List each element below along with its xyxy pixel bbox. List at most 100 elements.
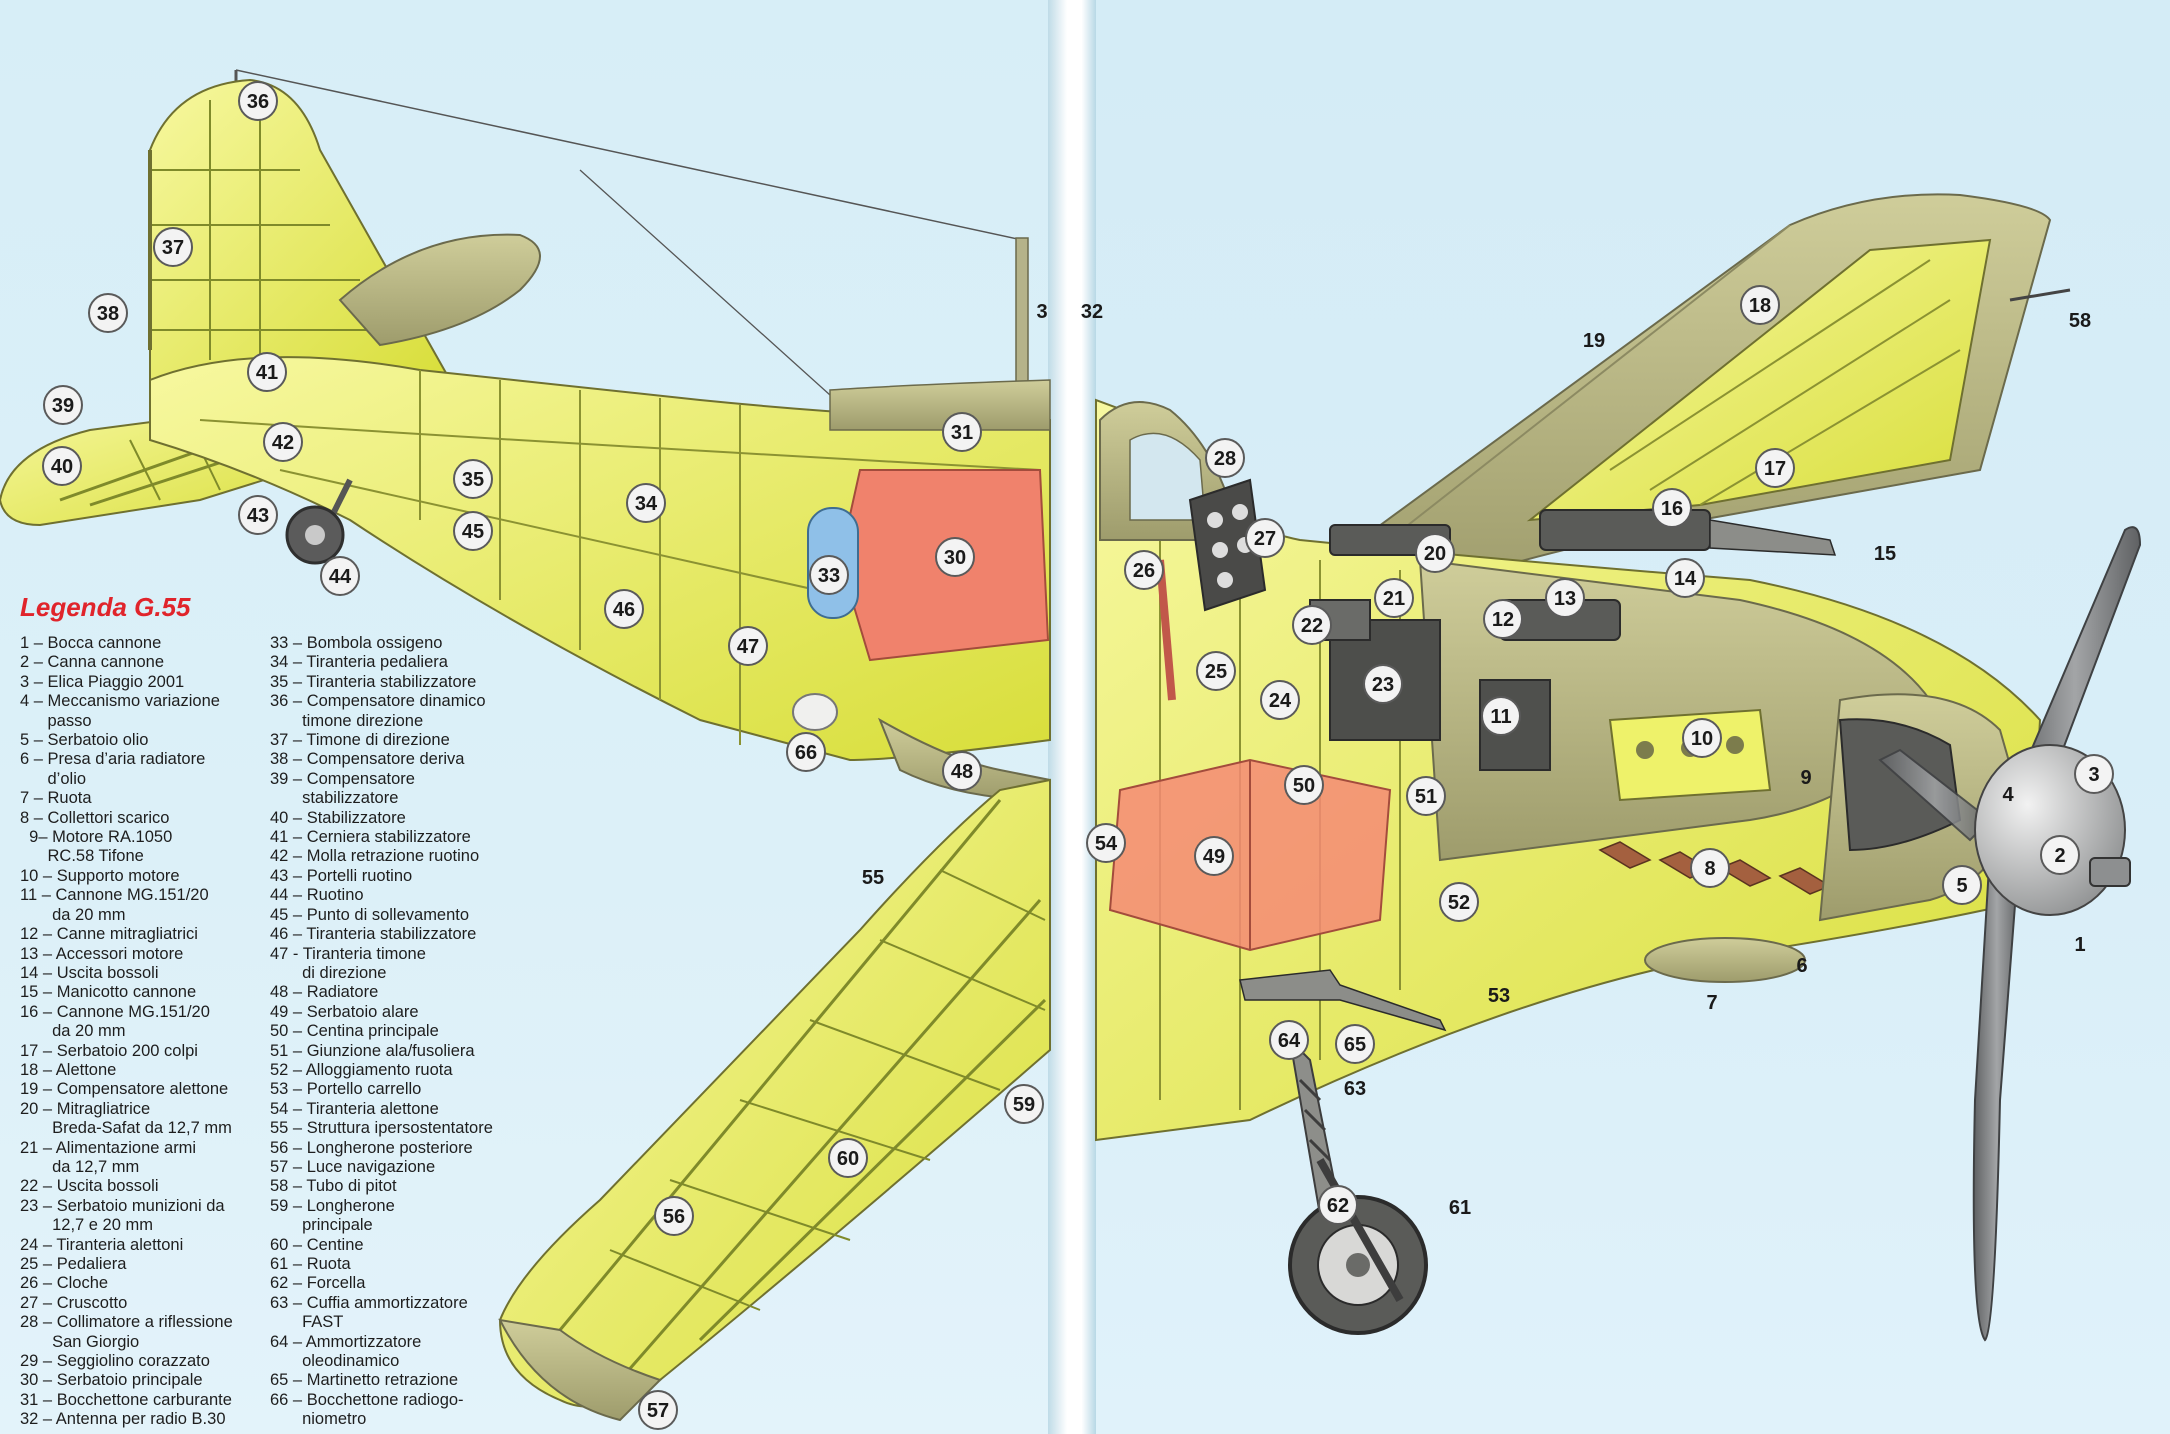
callout-circle <box>1690 848 1730 888</box>
callout-circle <box>654 1196 694 1236</box>
callout-number: 3 <box>2088 764 2099 786</box>
legend-item: 44 – Ruotino <box>270 886 364 905</box>
callout-number: 21 <box>1383 588 1405 610</box>
callout-55: 55 <box>862 867 884 889</box>
callout-number: 33 <box>818 565 840 587</box>
callout-circle <box>43 385 83 425</box>
callout-circle <box>320 556 360 596</box>
callout-3: 3 <box>2074 754 2114 794</box>
legend-item: 9– Motore RA.1050 RC.58 Tifone <box>29 828 173 866</box>
callout-49: 49 <box>1194 836 1234 876</box>
callout-23: 23 <box>1363 664 1403 704</box>
callout-39: 39 <box>43 385 83 425</box>
callout-circle <box>604 589 644 629</box>
legend-item: 39 – Compensatore stabilizzatore <box>270 769 415 808</box>
callout-circle <box>1374 578 1414 618</box>
callout-36: 36 <box>238 81 278 121</box>
callout-number: 6 <box>1796 955 1807 977</box>
callout-circle <box>1124 550 1164 590</box>
radio-direction-finder-fitting <box>792 693 838 731</box>
legend-item: 41 – Cerniera stabilizzatore <box>270 828 471 847</box>
callout-number: 5 <box>1956 875 1967 897</box>
callout-12: 12 <box>1483 599 1523 639</box>
callout-47: 47 <box>728 626 768 666</box>
legend-item: 15 – Manicotto cannone <box>20 983 197 1002</box>
legend-item: 57 – Luce navigazione <box>270 1157 436 1176</box>
legend-item: 26 – Cloche <box>20 1274 109 1293</box>
callout-circle <box>263 422 303 462</box>
callout-53: 53 <box>1488 985 1510 1007</box>
callout-61: 61 <box>1449 1197 1471 1219</box>
callout-number: 16 <box>1661 498 1683 520</box>
callout-26: 26 <box>1124 550 1164 590</box>
legend-item: 52 – Alloggiamento ruota <box>270 1060 453 1079</box>
callout-number: 41 <box>256 362 278 384</box>
callout-1: 1 <box>2074 934 2085 956</box>
callout-circle <box>1439 882 1479 922</box>
pitot-tube <box>2009 288 2071 302</box>
callout-2: 2 <box>2040 835 2080 875</box>
callout-40: 40 <box>42 446 82 486</box>
legend-item: 50 – Centina principale <box>270 1022 439 1041</box>
legend-title: Legenda G.55 <box>20 592 191 622</box>
callout-circle <box>247 352 287 392</box>
callout-number: 48 <box>951 761 973 783</box>
callout-number: 22 <box>1301 615 1323 637</box>
callout-circle <box>1292 605 1332 645</box>
legend-item: 2 – Canna cannone <box>20 653 165 672</box>
callout-circle <box>1194 836 1234 876</box>
legend-item: 31 – Bocchettone carburante <box>20 1390 232 1409</box>
callout-number: 30 <box>944 547 966 569</box>
legend-item: 65 – Martinetto retrazione <box>270 1371 459 1390</box>
callout-50: 50 <box>1284 765 1324 805</box>
callout-circle <box>1740 285 1780 325</box>
legend-item: 49 – Serbatoio alare <box>270 1002 419 1021</box>
callout-circle <box>786 732 826 772</box>
callout-number: 57 <box>647 1400 669 1422</box>
legend-item: 63 – Cuffia ammortizzatore FAST <box>270 1293 468 1332</box>
callout-30: 30 <box>935 537 975 577</box>
callout-number: 64 <box>1278 1030 1301 1052</box>
legend-item: 10 – Supporto motore <box>20 866 180 885</box>
legend-item: 11 – Cannone MG.151/20 da 20 mm <box>20 886 209 924</box>
callout-22: 22 <box>1292 605 1332 645</box>
callout-number: 66 <box>795 742 817 764</box>
callout-54: 54 <box>1086 823 1126 863</box>
callout-11: 11 <box>1481 696 1521 736</box>
callout-number: 9 <box>1800 767 1811 789</box>
callout-circle <box>1942 865 1982 905</box>
gutter-number-label: 3 <box>1036 301 1047 323</box>
page-gutter <box>1048 0 1096 1434</box>
callout-number: 14 <box>1674 568 1697 590</box>
callout-circle <box>1318 1185 1358 1225</box>
callout-circle <box>1284 765 1324 805</box>
callout-number: 7 <box>1706 992 1717 1014</box>
legend-item: 51 – Giunzione ala/fusoliera <box>270 1041 475 1060</box>
legend-item: 25 – Pedaliera <box>20 1255 127 1273</box>
callout-circle <box>1086 823 1126 863</box>
legend-item: 59 – Longherone principale <box>270 1196 395 1235</box>
legend-item: 5 – Serbatoio olio <box>20 731 149 750</box>
legend-item: 22 – Uscita bossoli <box>20 1177 159 1196</box>
callout-circle <box>153 227 193 267</box>
legend-item: 29 – Seggiolino corazzato <box>20 1352 210 1371</box>
callout-circle <box>809 555 849 595</box>
callout-number: 17 <box>1764 458 1786 480</box>
callout-17: 17 <box>1755 448 1795 488</box>
callout-circle <box>1335 1024 1375 1064</box>
callout-number: 53 <box>1488 985 1510 1007</box>
callout-circle <box>238 495 278 535</box>
callout-circle <box>88 293 128 333</box>
callout-number: 51 <box>1415 786 1437 808</box>
legend-item: 3 – Elica Piaggio 2001 <box>20 672 185 691</box>
callout-56: 56 <box>654 1196 694 1236</box>
legend-item: 21 – Alimentazione armi da 12,7 mm <box>20 1138 197 1176</box>
legend-item: 28 – Collimatore a riflessione San Giorg… <box>20 1313 233 1351</box>
instrument-panel <box>1188 478 1267 612</box>
callout-45: 45 <box>453 511 493 551</box>
legend-item: 20 – Mitragliatrice Breda-Safat da 12,7 … <box>20 1099 232 1138</box>
callout-19: 19 <box>1583 330 1605 352</box>
legend-item: 47 - Tiranteria timone di direzione <box>270 944 426 982</box>
